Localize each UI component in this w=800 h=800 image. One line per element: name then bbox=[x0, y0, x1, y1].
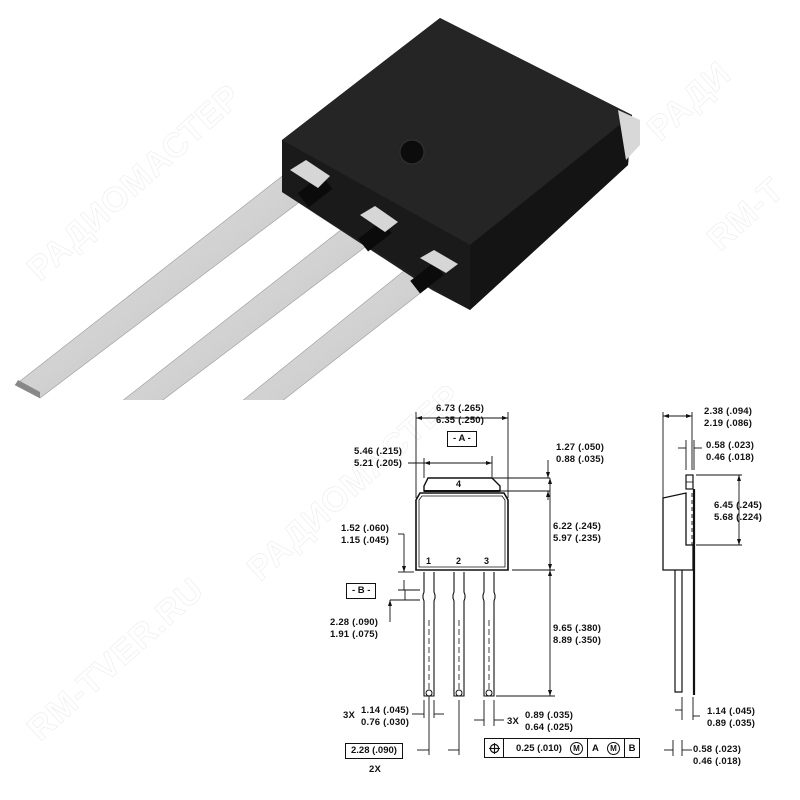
dim-tab-width: 5.46 (.215) 5.21 (.205) bbox=[354, 446, 403, 469]
dim-pitch-count: 2X bbox=[369, 764, 382, 775]
dim-lead-width-narrow: 0.89 (.035) 0.64 (.025) bbox=[525, 710, 574, 733]
front-view-outline bbox=[415, 477, 509, 697]
pin-label-tab: 4 bbox=[456, 479, 462, 489]
dim-tab-thickness: 0.58 (.023) 0.46 (.018) bbox=[706, 440, 755, 463]
position-icon bbox=[485, 739, 504, 757]
fcf-datum-b: B bbox=[628, 742, 636, 754]
dim-lead-thickness: 0.58 (.023) 0.46 (.018) bbox=[693, 744, 742, 767]
dim-tab-height: 1.27 (.050) 0.88 (.035) bbox=[556, 442, 605, 465]
dim-body-width: 6.73 (.265) 6.35 (.250) bbox=[436, 403, 485, 426]
dim-lead-width-wide-prefix: 3X bbox=[343, 710, 356, 721]
pin-label-1: 1 bbox=[426, 556, 432, 566]
datum-a: - A - bbox=[447, 431, 477, 447]
dim-lead-length: 9.65 (.380) 8.89 (.350) bbox=[553, 623, 602, 646]
component-photo bbox=[14, 18, 640, 400]
dim-lead-offset: 1.14 (.045) 0.89 (.035) bbox=[707, 706, 756, 729]
mmc-icon: M bbox=[606, 741, 620, 755]
feature-control-frame: 0.25 (.010) M A M B bbox=[484, 738, 640, 758]
dim-lead-width-narrow-prefix: 3X bbox=[507, 716, 520, 727]
mmc-icon: M bbox=[570, 741, 583, 755]
dim-lead-shoulder: 2.28 (.090) 1.91 (.075) bbox=[330, 617, 379, 640]
fcf-datum-a: A bbox=[592, 742, 599, 754]
pin-label-2: 2 bbox=[456, 556, 462, 566]
dim-body-height: 6.22 (.245) 5.97 (.235) bbox=[553, 521, 602, 544]
component-body bbox=[282, 18, 640, 310]
fcf-tolerance: 0.25 (.010) bbox=[516, 742, 562, 754]
dim-standoff: 1.52 (.060) 1.15 (.045) bbox=[341, 523, 390, 546]
dim-pitch: 2.28 (.090) bbox=[345, 743, 403, 759]
pin-label-3: 3 bbox=[484, 556, 490, 566]
dim-lead-width-wide: 1.14 (.045) 0.76 (.030) bbox=[361, 705, 410, 728]
dim-body-side-height: 6.45 (.245) 5.68 (.224) bbox=[714, 500, 763, 523]
datum-b: - B - bbox=[346, 583, 377, 599]
dim-thickness: 2.38 (.094) 2.19 (.086) bbox=[704, 406, 753, 429]
side-view-outline bbox=[662, 412, 742, 756]
